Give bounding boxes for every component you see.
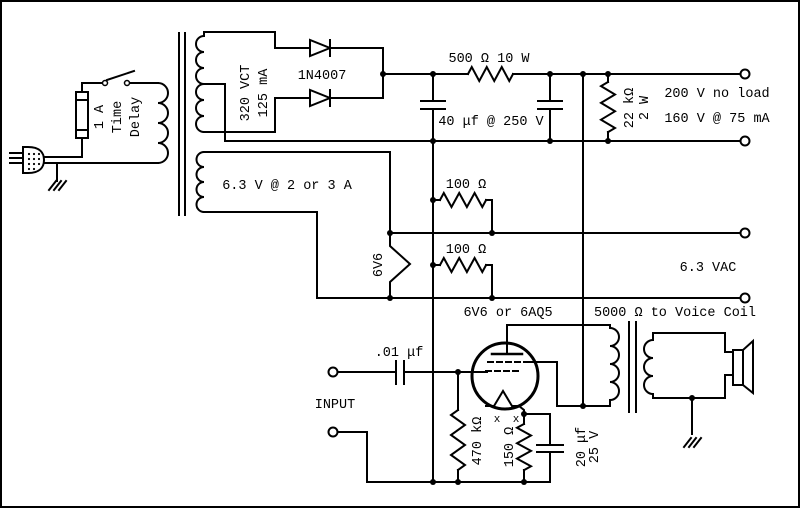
- terminal-heater-top: [739, 227, 751, 239]
- output-terminals: [739, 68, 751, 304]
- junction-dots: [380, 71, 695, 485]
- label-hum-resistor-top: 100 Ω: [446, 178, 487, 193]
- coupling-cap-icon: [395, 360, 405, 385]
- label-heater-winding: 6.3 V @ 2 or 3 A: [222, 179, 353, 194]
- filter-cap-1: [420, 73, 446, 142]
- label-fuse-word1: Time: [111, 101, 126, 133]
- heater-secondary-coil: [195, 150, 206, 214]
- transformer-core: [178, 32, 186, 216]
- fuse: [75, 91, 89, 139]
- label-grid-resistor: 470 kΩ: [471, 417, 486, 466]
- output-transformer: [608, 321, 734, 435]
- ot-primary-coil: [608, 326, 620, 402]
- plug-face-dots: [27, 152, 41, 171]
- mains-wiring: [43, 82, 159, 182]
- cathode-circuit: [514, 413, 564, 483]
- bypass-cap-icon: [536, 444, 564, 453]
- diode-top-icon: [309, 38, 333, 58]
- tube-heater-filament: [389, 232, 412, 299]
- screen-lead: [523, 361, 611, 407]
- label-fuse-word2: Delay: [129, 97, 144, 138]
- primary-coil: [156, 81, 169, 165]
- input-terminal-hot: [327, 366, 339, 378]
- label-filter-resistor: 500 Ω 10 W: [448, 52, 530, 67]
- label-hv-winding-volts: 320 VCT: [239, 65, 254, 122]
- terminal-b-minus: [739, 135, 751, 147]
- rectifier: [309, 38, 384, 108]
- ac-plug: [9, 146, 46, 174]
- label-hv-winding-current: 125 mA: [257, 68, 272, 118]
- switch-blade: [105, 69, 136, 82]
- label-pin-mark-right: x: [513, 414, 520, 426]
- output-tube: [470, 324, 611, 415]
- label-output-tube: 6V6 or 6AQ5: [463, 306, 552, 321]
- label-pin-mark-left: x: [494, 414, 501, 426]
- label-bypass-cap-volts: 25 V: [588, 430, 603, 463]
- speaker-ground-icon: [682, 436, 703, 449]
- label-heater-output: 6.3 VAC: [680, 261, 737, 276]
- mains-ground-icon: [47, 179, 68, 192]
- label-filter-caps: 40 μf @ 250 V: [438, 115, 544, 130]
- label-bleeder-value: 22 kΩ: [623, 88, 638, 129]
- ot-secondary-leads: [652, 332, 734, 435]
- label-diode-type: 1N4007: [298, 69, 347, 84]
- plug-prongs: [9, 152, 24, 164]
- speaker-icon: [732, 338, 754, 396]
- secondary-leads: [203, 31, 391, 299]
- tube-envelope: [470, 341, 540, 411]
- filter-cap-2: [537, 73, 563, 142]
- label-output-transformer: 5000 Ω to Voice Coil: [594, 306, 756, 321]
- terminal-b-plus: [739, 68, 751, 80]
- ot-secondary-coil: [643, 338, 655, 396]
- input-terminal-ground: [327, 426, 339, 438]
- ot-core: [628, 321, 637, 413]
- diode-bottom-icon: [309, 88, 333, 108]
- terminal-heater-bottom: [739, 292, 751, 304]
- label-fuse-rating: 1 A: [93, 104, 108, 129]
- label-input: INPUT: [315, 398, 356, 413]
- label-hum-resistor-bottom: 100 Ω: [446, 243, 487, 258]
- tube-cathode: [485, 389, 525, 415]
- label-tube-heater: 6V6: [372, 253, 387, 277]
- label-b-plus-no-load: 200 V no load: [664, 87, 769, 102]
- label-bypass-cap-value: 20 μf: [575, 427, 590, 468]
- power-transformer: [156, 31, 391, 299]
- plate-lead: [506, 324, 611, 355]
- filter-resistor-zigzag: [466, 64, 515, 84]
- label-coupling-cap: .01 μf: [375, 346, 424, 361]
- power-switch: [101, 69, 136, 87]
- cathode-resistor-zigzag: [514, 422, 534, 472]
- label-b-plus-loaded: 160 V @ 75 mA: [664, 112, 770, 127]
- label-cathode-resistor: 150 Ω: [503, 427, 518, 468]
- label-bleeder-power: 2 W: [638, 95, 653, 120]
